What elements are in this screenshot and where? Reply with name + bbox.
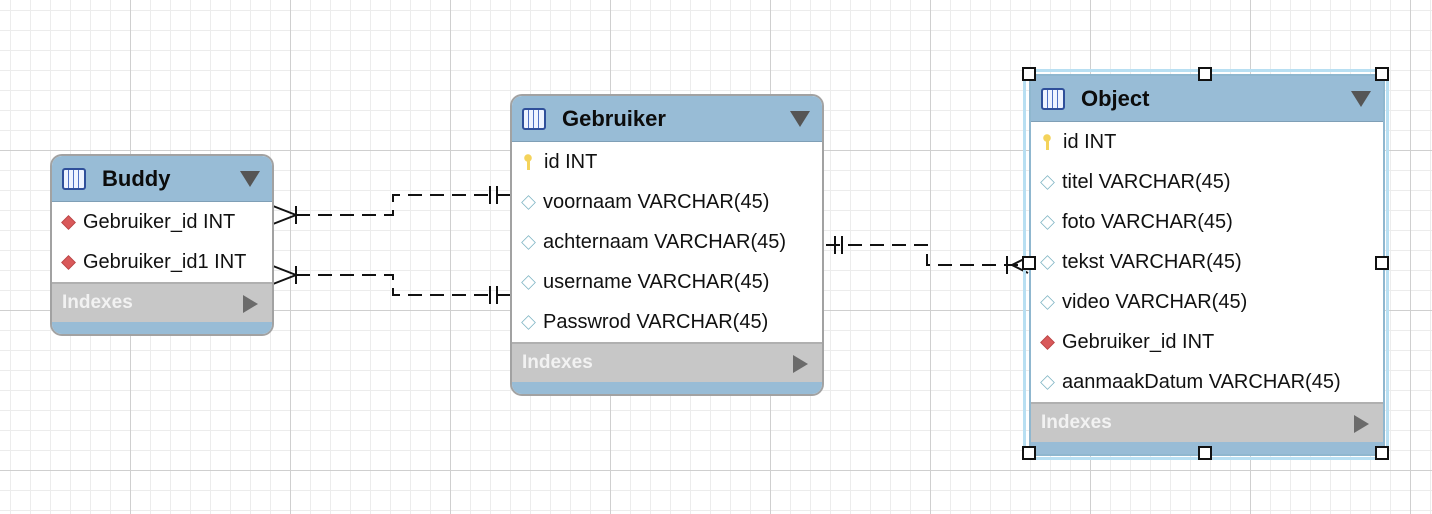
dropdown-triangle-icon[interactable]: [790, 111, 810, 127]
indexes-label: Indexes: [62, 292, 133, 313]
column-label: achternaam VARCHAR(45): [543, 230, 787, 253]
resize-handle-middle-left[interactable]: [1022, 256, 1036, 270]
table-footer: [512, 382, 822, 394]
table-icon: [62, 167, 86, 190]
column-row[interactable]: voornaam VARCHAR(45): [512, 182, 822, 222]
table-header[interactable]: Buddy: [52, 156, 272, 202]
column-label: video VARCHAR(45): [1062, 290, 1248, 313]
column-label: titel VARCHAR(45): [1062, 170, 1231, 193]
column-icon: [1040, 294, 1055, 310]
column-row[interactable]: id INT: [1031, 122, 1383, 162]
one-mandatory-marker: [489, 186, 498, 204]
expand-arrow-icon[interactable]: [793, 355, 808, 373]
column-label: foto VARCHAR(45): [1062, 210, 1233, 233]
resize-handle-top-center[interactable]: [1198, 67, 1212, 81]
indexes-section[interactable]: Indexes: [1031, 402, 1383, 442]
table-buddy[interactable]: Buddy Gebruiker_id INT Gebruiker_id1 INT…: [50, 154, 274, 336]
column-label: username VARCHAR(45): [543, 270, 770, 293]
column-label: Gebruiker_id INT: [83, 210, 236, 233]
table-header[interactable]: Object: [1031, 76, 1383, 122]
crows-foot-many-marker: [272, 205, 299, 225]
foreign-key-icon: [61, 254, 76, 270]
column-label: voornaam VARCHAR(45): [543, 190, 770, 213]
gebruiker-object-relation: [826, 244, 1028, 266]
column-row[interactable]: Gebruiker_id INT: [1031, 322, 1383, 362]
column-row[interactable]: username VARCHAR(45): [512, 262, 822, 302]
column-label: id INT: [544, 150, 598, 173]
table-object[interactable]: Object id INT titel VARCHAR(45) foto VAR…: [1029, 74, 1385, 456]
primary-key-icon: [1043, 134, 1051, 150]
resize-handle-middle-right[interactable]: [1375, 256, 1389, 270]
column-label: Gebruiker_id INT: [1062, 330, 1215, 353]
resize-handle-bottom-left[interactable]: [1022, 446, 1036, 460]
indexes-label: Indexes: [522, 352, 593, 373]
column-icon: [1040, 254, 1055, 270]
foreign-key-icon: [1040, 334, 1055, 350]
column-label: aanmaakDatum VARCHAR(45): [1062, 370, 1341, 393]
column-icon: [521, 234, 536, 250]
table-icon: [522, 107, 546, 130]
dropdown-triangle-icon[interactable]: [1351, 91, 1371, 107]
expand-arrow-icon[interactable]: [1354, 415, 1369, 433]
column-row[interactable]: Gebruiker_id1 INT: [52, 242, 272, 282]
column-icon: [1040, 374, 1055, 390]
dropdown-triangle-icon[interactable]: [240, 171, 260, 187]
column-row[interactable]: video VARCHAR(45): [1031, 282, 1383, 322]
foreign-key-icon: [61, 214, 76, 230]
resize-handle-top-right[interactable]: [1375, 67, 1389, 81]
buddy-gebruiker-relation-1: [296, 194, 510, 216]
buddy-gebruiker-relation-2: [296, 274, 510, 296]
primary-key-icon: [524, 154, 532, 170]
table-header[interactable]: Gebruiker: [512, 96, 822, 142]
indexes-label: Indexes: [1041, 412, 1112, 433]
crows-foot-many-marker: [272, 265, 299, 285]
table-footer: [52, 322, 272, 334]
column-row[interactable]: aanmaakDatum VARCHAR(45): [1031, 362, 1383, 402]
column-icon: [1040, 214, 1055, 230]
column-row[interactable]: foto VARCHAR(45): [1031, 202, 1383, 242]
column-label: Gebruiker_id1 INT: [83, 250, 247, 273]
resize-handle-bottom-center[interactable]: [1198, 446, 1212, 460]
column-label: id INT: [1063, 130, 1117, 153]
resize-handle-top-left[interactable]: [1022, 67, 1036, 81]
column-row[interactable]: titel VARCHAR(45): [1031, 162, 1383, 202]
one-mandatory-marker: [834, 236, 843, 254]
table-title: Gebruiker: [562, 105, 666, 131]
column-icon: [1040, 174, 1055, 190]
one-mandatory-marker: [489, 286, 498, 304]
column-label: Passwrod VARCHAR(45): [543, 310, 769, 333]
column-row[interactable]: tekst VARCHAR(45): [1031, 242, 1383, 282]
indexes-section[interactable]: Indexes: [52, 282, 272, 322]
resize-handle-bottom-right[interactable]: [1375, 446, 1389, 460]
table-title: Buddy: [102, 165, 171, 191]
column-row[interactable]: Passwrod VARCHAR(45): [512, 302, 822, 342]
column-icon: [521, 274, 536, 290]
column-row[interactable]: id INT: [512, 142, 822, 182]
column-label: tekst VARCHAR(45): [1062, 250, 1242, 273]
table-icon: [1041, 87, 1065, 110]
table-title: Object: [1081, 85, 1150, 111]
column-row[interactable]: achternaam VARCHAR(45): [512, 222, 822, 262]
column-icon: [521, 314, 536, 330]
expand-arrow-icon[interactable]: [243, 295, 258, 313]
indexes-section[interactable]: Indexes: [512, 342, 822, 382]
column-row[interactable]: Gebruiker_id INT: [52, 202, 272, 242]
table-gebruiker[interactable]: Gebruiker id INT voornaam VARCHAR(45) ac…: [510, 94, 824, 396]
column-icon: [521, 194, 536, 210]
